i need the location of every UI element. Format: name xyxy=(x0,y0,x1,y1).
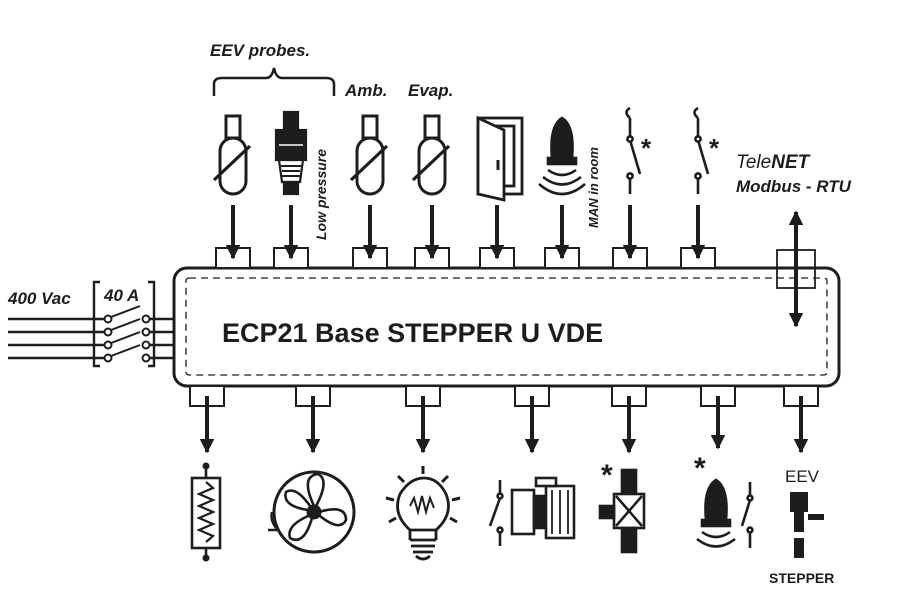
protocol-label: Modbus - RTU xyxy=(736,177,852,196)
eev-stepper-icon: EEV STEPPER xyxy=(769,467,834,586)
temperature-probe-icon xyxy=(411,114,451,196)
asterisk-mark: * xyxy=(601,459,613,492)
fan-icon xyxy=(268,470,356,554)
probes-brace xyxy=(212,67,336,96)
telenet-prefix: Tele xyxy=(736,152,771,173)
label-evap: Evap. xyxy=(408,81,453,100)
pressure-transducer-icon xyxy=(274,110,308,196)
telenet-suffix: NET xyxy=(771,152,810,173)
label-eev: EEV xyxy=(785,467,820,486)
solenoid-valve-icon: * xyxy=(598,459,646,554)
breaker-label: 40 A xyxy=(103,286,139,305)
controller-box: ECP21 Base STEPPER U VDE xyxy=(172,266,841,388)
light-bulb-icon xyxy=(385,466,461,561)
output-arrows xyxy=(199,396,809,454)
probes-group: EEV probes. Amb. Evap. xyxy=(210,41,453,100)
probes-group-label: EEV probes. xyxy=(210,41,310,60)
controller-title: ECP21 Base STEPPER U VDE xyxy=(222,318,603,348)
voltage-label: 400 Vac xyxy=(7,289,71,308)
label-stepper: STEPPER xyxy=(769,570,834,586)
temperature-probe-icon xyxy=(349,114,389,196)
alarm-bell-icon xyxy=(538,116,586,196)
compressor-icon xyxy=(488,476,576,546)
input-arrows xyxy=(225,205,706,260)
temperature-probe-icon xyxy=(212,114,252,196)
power-supply: 400 Vac 40 A xyxy=(7,280,174,368)
alarm-bell-icon: * xyxy=(694,452,754,548)
label-amb: Amb. xyxy=(344,81,388,100)
door-icon xyxy=(476,115,524,202)
asterisk-mark: * xyxy=(641,133,652,163)
bottom-terminals xyxy=(189,385,819,407)
switch-contact-icon xyxy=(693,106,710,194)
breaker-icon xyxy=(92,280,156,368)
asterisk-mark: * xyxy=(694,452,706,485)
label-man-in-room: MAN in room xyxy=(586,147,601,228)
heater-icon xyxy=(190,462,222,562)
asterisk-mark: * xyxy=(709,133,720,163)
telenet-label: TeleNET xyxy=(736,152,811,173)
label-low-pressure: Low pressure xyxy=(313,149,329,240)
switch-contact-icon xyxy=(625,106,642,194)
